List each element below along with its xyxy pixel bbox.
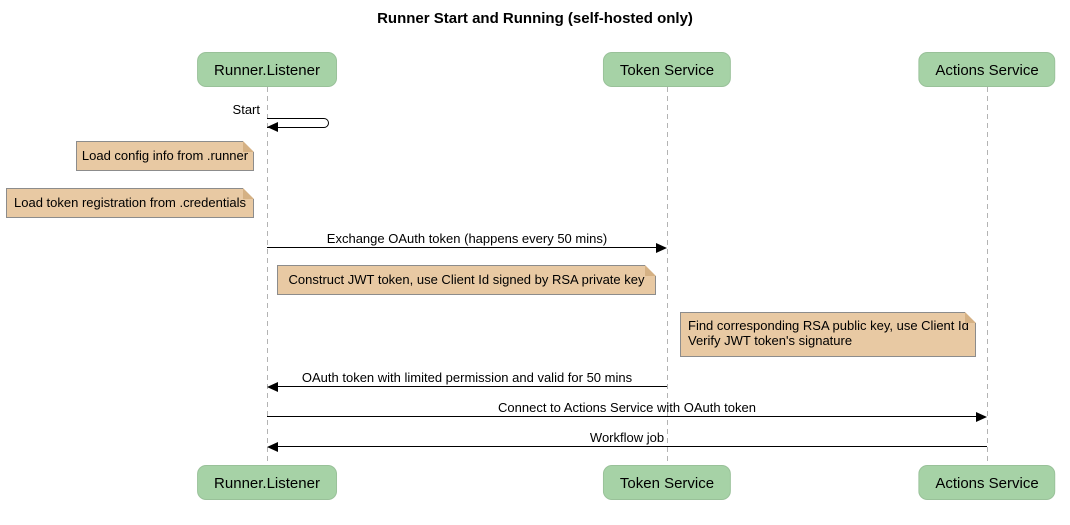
note-verify-jwt: Find corresponding RSA public key, use C… <box>680 312 976 357</box>
message-label-oauth-token-back: OAuth token with limited permission and … <box>301 370 633 385</box>
lifeline-runner-listener <box>266 87 268 466</box>
message-label-exchange-oauth: Exchange OAuth token (happens every 50 m… <box>326 231 608 246</box>
message-line <box>278 446 987 448</box>
note-construct-jwt: Construct JWT token, use Client Id signe… <box>277 265 656 295</box>
arrowhead-left-icon <box>267 442 278 452</box>
note-fold-icon <box>645 265 656 276</box>
arrowhead-left-icon <box>267 122 278 132</box>
diagram-title: Runner Start and Running (self-hosted on… <box>377 10 693 27</box>
lifeline-actions-service <box>986 87 988 466</box>
note-load-token-registration: Load token registration from .credential… <box>6 188 254 218</box>
note-text: Construct JWT token, use Client Id signe… <box>288 272 645 287</box>
actor-box-runner-listener-bottom: Runner.Listener <box>197 465 337 500</box>
actor-box-runner-listener-top: Runner.Listener <box>197 52 337 87</box>
actor-box-actions-service-bottom: Actions Service <box>918 465 1056 500</box>
self-message-loop <box>267 118 329 128</box>
note-text: Load config info from .runner <box>81 148 249 163</box>
note-text-line: Find corresponding RSA public key, use C… <box>688 318 969 333</box>
message-line <box>267 247 657 249</box>
note-text: Load token registration from .credential… <box>14 195 246 210</box>
note-load-config: Load config info from .runner <box>76 141 254 171</box>
note-fold-icon <box>243 188 254 199</box>
note-fold-icon <box>965 312 976 323</box>
message-label-workflow-job: Workflow job <box>589 430 665 445</box>
message-label-connect-actions: Connect to Actions Service with OAuth to… <box>498 400 756 415</box>
message-label-start: Start <box>232 102 260 117</box>
actor-box-token-service-bottom: Token Service <box>602 465 732 500</box>
actor-box-actions-service-top: Actions Service <box>918 52 1056 87</box>
arrowhead-right-icon <box>656 243 667 253</box>
note-fold-icon <box>243 141 254 152</box>
arrowhead-right-icon <box>976 412 987 422</box>
lifeline-token-service <box>666 87 668 466</box>
actor-box-token-service-top: Token Service <box>602 52 732 87</box>
arrowhead-left-icon <box>267 382 278 392</box>
note-text-line: Verify JWT token's signature <box>688 333 853 348</box>
message-line <box>267 416 976 418</box>
message-line <box>278 386 667 388</box>
